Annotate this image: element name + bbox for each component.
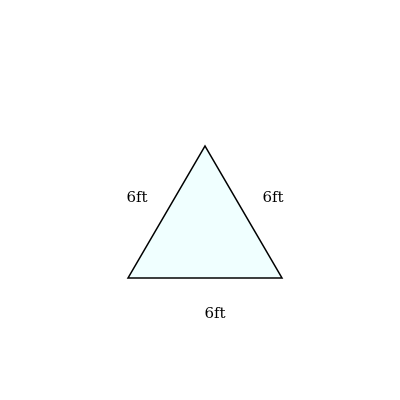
side-label-right: 6ft bbox=[262, 188, 283, 206]
equilateral-triangle bbox=[126, 144, 284, 279]
side-label-left: 6ft bbox=[126, 188, 147, 206]
side-label-bottom: 6ft bbox=[204, 304, 225, 322]
